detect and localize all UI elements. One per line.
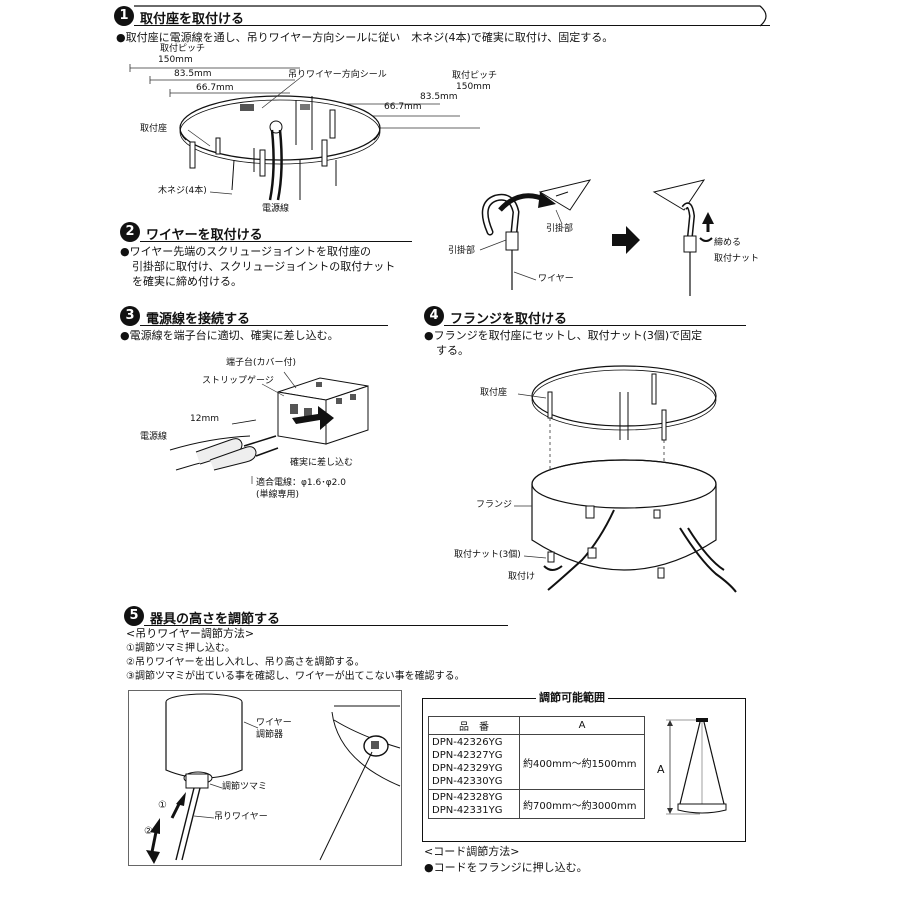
wire-adjust-step-1: ①調節ツマミ押し込む。 xyxy=(126,643,235,654)
wire-adjust-method-heading: <吊りワイヤー調節方法> xyxy=(126,627,255,640)
compatible-wire-label: 適合電線：φ1.6･φ2.0 xyxy=(256,478,347,488)
hook-label-left: 引掛部 xyxy=(448,246,476,256)
group-2-models: DPN-42328YG DPN-42331YG xyxy=(428,789,520,819)
dim-83-5-left: 83.5mm xyxy=(174,69,212,79)
step-number-5: 5 xyxy=(124,606,144,626)
adjustable-range-title: 調節可能範囲 xyxy=(536,691,608,705)
wire-label: ワイヤー xyxy=(538,274,574,284)
section-4-title: フランジを取付ける xyxy=(450,312,568,327)
insert-firmly-label: 確実に差し込む xyxy=(290,458,354,468)
dim-66-7-right: 66.7mm xyxy=(384,102,422,112)
step-number-2: 2 xyxy=(120,222,140,242)
pitch-value-left: 150mm xyxy=(158,55,193,65)
section-1-title: 取付座を取付ける xyxy=(140,12,245,27)
mounting-nuts-label: 取付ナット(3個) xyxy=(454,550,521,560)
section-4-desc-line-2: する。 xyxy=(436,344,469,357)
section-4-desc-line-1: ●フランジを取付座にセットし、取付ナット(3個)で固定 xyxy=(424,329,703,342)
pitch-value-right: 150mm xyxy=(456,82,491,92)
cord-adjust-method-heading: <コード調節方法> xyxy=(424,845,520,858)
dim-66-7-left: 66.7mm xyxy=(196,83,234,93)
wire-adjust-step-3: ③調節ツマミが出ている事を確認し、ワイヤーが出てこない事を確認する。 xyxy=(126,671,465,682)
section-2-desc-line-1: ●ワイヤー先端のスクリュージョイントを取付座の xyxy=(120,245,372,258)
adjuster-illustration-frame xyxy=(128,690,402,866)
section-5-title: 器具の高さを調節する xyxy=(150,612,281,627)
section-4-header: 4 フランジを取付ける xyxy=(424,306,746,327)
section-1-description: ●取付座に電源線を通し、吊りワイヤー方向シールに従い 木ネジ(4本)で確実に取付… xyxy=(116,31,614,44)
adjust-knob-label: 調節ツマミ xyxy=(222,782,268,792)
wire-direction-seal-label: 吊りワイヤー方向シール xyxy=(288,70,387,80)
mounting-nut-label: 取付ナット xyxy=(714,254,760,264)
strip-length-label: 12mm xyxy=(190,414,219,424)
mounting-base-label-s4: 取付座 xyxy=(480,388,508,398)
group-2-range: 約700mm～約3000mm xyxy=(519,789,645,819)
tighten-label: 締める xyxy=(714,238,742,248)
pitch-label-right: 取付ピッチ xyxy=(452,71,498,81)
group-1-range: 約400mm～約1500mm xyxy=(519,734,645,790)
power-cable-label-s3: 電源線 xyxy=(140,432,168,442)
section-2-desc-line-2: 引掛部に取付け、スクリュージョイントの取付ナット xyxy=(132,260,396,273)
step-number-3: 3 xyxy=(120,306,140,326)
flange-label: フランジ xyxy=(476,500,513,510)
fix-label: 取付け xyxy=(508,572,536,582)
range-table-wrapper: 品 番 A DPN-42326YG DPN-42327YG DPN-42329Y… xyxy=(428,716,645,819)
section-3-header: 3 電源線を接続する xyxy=(120,306,388,327)
wood-screws-label: 木ネジ(4本) xyxy=(158,186,207,196)
callout-1: ① xyxy=(158,800,167,811)
mounting-base-label: 取付座 xyxy=(140,124,168,134)
group-1-models: DPN-42326YG DPN-42327YG DPN-42329YG DPN-… xyxy=(428,734,520,790)
cord-adjust-description: ●コードをフランジに押し込む。 xyxy=(424,861,588,874)
section-1-header: 1 取付座を取付ける xyxy=(114,6,770,27)
section-2-desc-line-3: を確実に締め付ける。 xyxy=(132,275,242,288)
height-a-label: A xyxy=(657,763,665,777)
hook-label-bracket: 引掛部 xyxy=(546,224,574,234)
section-5-header: 5 器具の高さを調節する xyxy=(124,606,508,627)
range-table: 品 番 A DPN-42326YG DPN-42327YG DPN-42329Y… xyxy=(428,716,645,819)
single-wire-only-label: (単線専用) xyxy=(256,490,300,500)
dim-83-5-right: 83.5mm xyxy=(420,92,458,102)
wire-adjuster-label-1: ワイヤー xyxy=(256,718,292,728)
section-2-title: ワイヤーを取付ける xyxy=(146,228,263,243)
terminal-block-label: 端子台(カバー付) xyxy=(226,358,297,368)
step-number-4: 4 xyxy=(424,306,444,326)
power-cable-label-s1: 電源線 xyxy=(262,204,290,214)
wire-adjuster-label-2: 調節器 xyxy=(256,730,284,740)
callout-2: ② xyxy=(144,826,153,837)
pitch-label-left: 取付ピッチ xyxy=(160,44,206,54)
section-3-description: ●電源線を端子台に適切、確実に差し込む。 xyxy=(120,329,339,342)
step-number-1: 1 xyxy=(114,6,134,26)
wire-adjust-step-2: ②吊りワイヤーを出し入れし、吊り高さを調節する。 xyxy=(126,657,365,668)
hanging-wire-label: 吊りワイヤー xyxy=(214,812,268,822)
section-2-header: 2 ワイヤーを取付ける xyxy=(120,222,412,243)
strip-gauge-label: ストリップゲージ xyxy=(202,376,274,386)
section-3-title: 電源線を接続する xyxy=(146,312,251,327)
